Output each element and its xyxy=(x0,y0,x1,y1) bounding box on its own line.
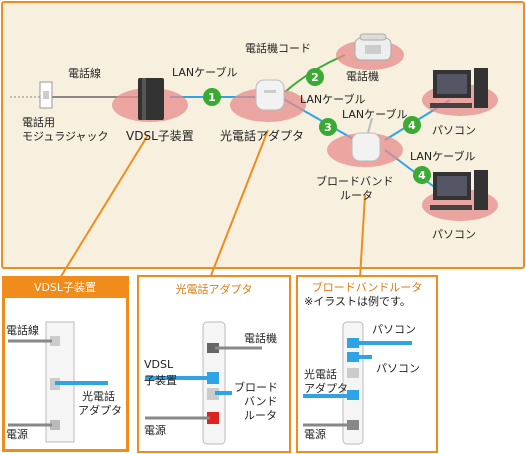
jack-label-2: モジュラジャック xyxy=(22,130,108,143)
router-note: ※イラストは例です。 xyxy=(304,294,411,308)
router-label-2: ルータ xyxy=(340,189,373,202)
svg-text:3: 3 xyxy=(324,121,332,134)
pc2-icon xyxy=(430,170,488,210)
adapter-router-3: ルータ xyxy=(244,409,277,422)
router-adapter-2: アダプタ xyxy=(304,381,348,395)
adapter-label: 光電話アダプタ xyxy=(220,128,304,143)
panel-router: ブロードバンドルータ ※イラストは例です。 パソコン パソコン 光電話 アダプタ… xyxy=(296,275,438,453)
adapter-power: 電源 xyxy=(144,423,166,437)
lan4-label: LANケーブル xyxy=(410,149,475,163)
badge-3: 3 xyxy=(319,118,337,136)
router-icon xyxy=(351,117,381,162)
router-pc1: パソコン xyxy=(372,323,416,336)
badge-4b: 4 xyxy=(413,166,431,184)
vdsl-power: 電源 xyxy=(6,427,28,441)
pc1-label: パソコン xyxy=(432,124,476,137)
router-pc2: パソコン xyxy=(376,362,420,375)
badge-4a: 4 xyxy=(403,116,421,134)
panel-vdsl-title: VDSL子装置 xyxy=(34,281,96,294)
vdsl-phone-line: 電話線 xyxy=(6,323,39,337)
lan1-label: LANケーブル xyxy=(172,65,237,79)
badge-1: 1 xyxy=(203,88,221,106)
router-adapter-1: 光電話 xyxy=(304,367,337,381)
vdsl-adapter-1: 光電話 xyxy=(82,389,115,403)
adapter-vdsl-2: 子装置 xyxy=(144,374,177,387)
adapter-router-1: ブロード xyxy=(234,380,278,394)
lan3-label-b: LANケーブル xyxy=(342,107,407,121)
panel-adapter-title: 光電話アダプタ xyxy=(176,282,253,296)
adapter-phone: 電話機 xyxy=(244,331,277,345)
svg-text:4: 4 xyxy=(408,119,416,132)
adapter-router-2: バンド xyxy=(244,395,278,408)
phone-label: 電話機 xyxy=(346,69,379,83)
badge-2: 2 xyxy=(306,68,324,86)
panel-vdsl: VDSL子装置 電話線 光電話 アダプタ 電源 xyxy=(2,276,129,452)
vdsl-device-icon xyxy=(138,78,164,120)
lan3-label-a: LANケーブル xyxy=(300,92,365,106)
top-frame xyxy=(1,1,525,269)
svg-text:4: 4 xyxy=(418,169,426,182)
optical-adapter-icon xyxy=(255,79,285,111)
vdsl-adapter-2: アダプタ xyxy=(78,403,122,417)
phone-line-label: 電話線 xyxy=(68,66,101,80)
pc1-icon xyxy=(430,68,488,108)
svg-text:2: 2 xyxy=(311,71,319,84)
adapter-vdsl-1: VDSL xyxy=(144,358,174,371)
phone-cord-label: 電話機コード xyxy=(245,41,311,55)
vdsl-label: VDSL子装置 xyxy=(126,129,194,143)
telephone-icon xyxy=(354,33,392,61)
pc2-label: パソコン xyxy=(432,228,476,241)
panel-adapter: 光電話アダプタ 電話機 VDSL 子装置 ブロード バンド ルータ 電源 xyxy=(137,275,291,453)
panel-router-title: ブロードバンドルータ xyxy=(312,280,423,294)
router-power: 電源 xyxy=(304,427,326,441)
router-label-1: ブロードバンド xyxy=(316,174,394,188)
jack-label-1: 電話用 xyxy=(22,115,55,129)
svg-text:1: 1 xyxy=(208,91,216,104)
callout-lines xyxy=(59,129,366,279)
